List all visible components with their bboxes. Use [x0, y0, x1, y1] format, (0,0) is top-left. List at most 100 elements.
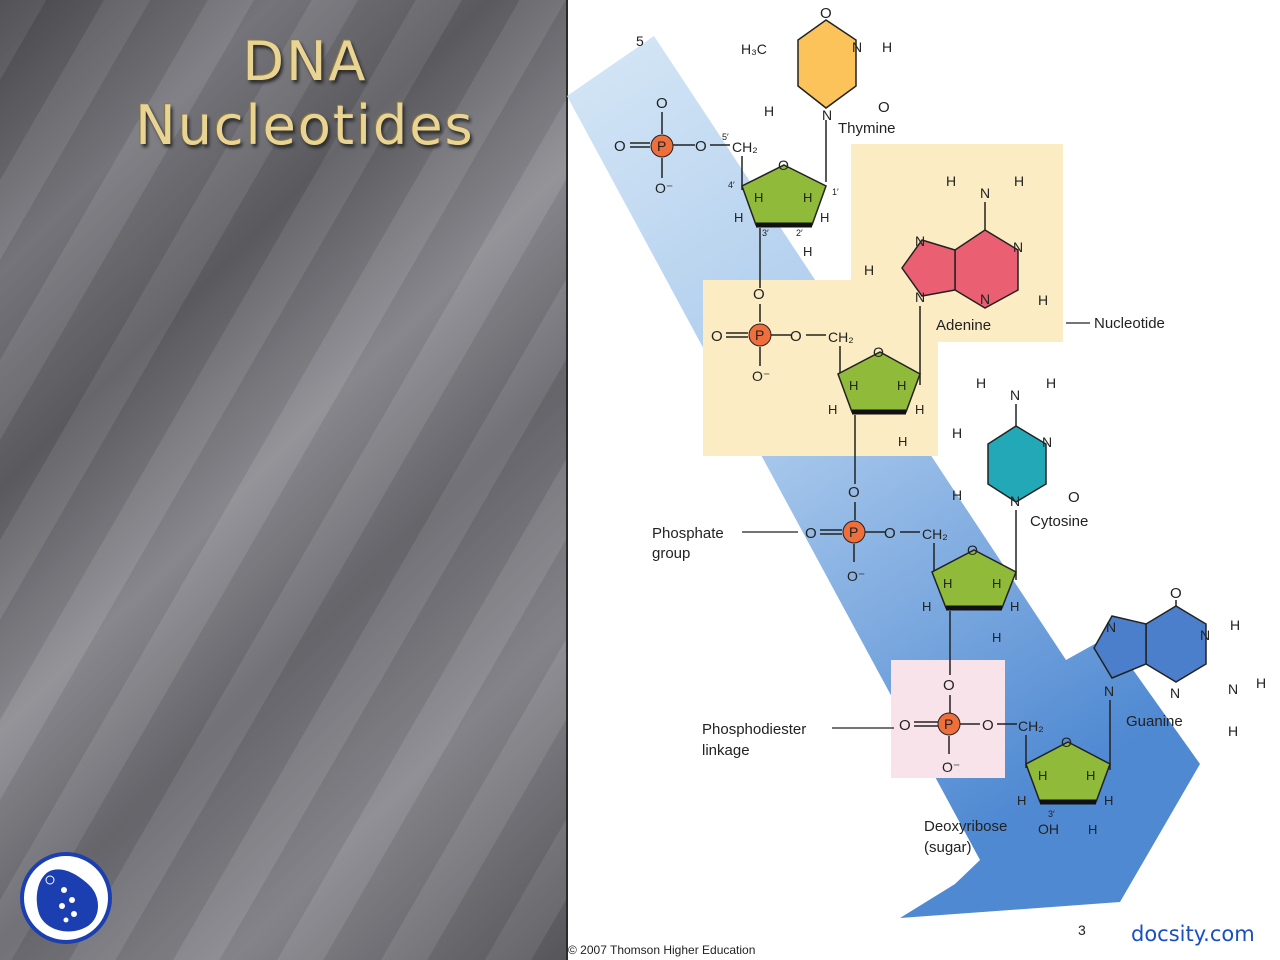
- svg-text:2′: 2′: [796, 228, 803, 238]
- svg-text:group: group: [652, 545, 690, 562]
- svg-text:O⁻: O⁻: [847, 568, 865, 584]
- svg-text:N: N: [1106, 619, 1116, 635]
- three-prime-label: 3: [1078, 922, 1086, 938]
- svg-text:O: O: [873, 344, 884, 360]
- svg-text:CH₂: CH₂: [828, 329, 854, 345]
- svg-text:linkage: linkage: [702, 742, 750, 759]
- svg-text:O: O: [1068, 489, 1080, 506]
- svg-text:H: H: [882, 39, 892, 55]
- phosphate-group-label: Phosphate: [652, 525, 724, 542]
- svg-text:O: O: [790, 328, 802, 345]
- svg-text:O: O: [820, 5, 832, 22]
- title-line-1: DNA: [242, 30, 368, 93]
- svg-text:1′: 1′: [832, 187, 839, 197]
- svg-text:N: N: [1013, 239, 1023, 255]
- svg-text:H: H: [922, 599, 931, 614]
- svg-text:H: H: [1228, 723, 1238, 739]
- phosphodiester-label: Phosphodiester: [702, 721, 806, 738]
- svg-text:O: O: [878, 99, 890, 116]
- five-prime-label: 5: [636, 33, 644, 49]
- svg-text:O: O: [805, 525, 817, 542]
- svg-text:H: H: [1256, 675, 1266, 691]
- svg-text:H: H: [754, 190, 763, 205]
- svg-text:(sugar): (sugar): [924, 839, 972, 856]
- svg-text:H: H: [864, 262, 874, 278]
- svg-text:O: O: [778, 157, 789, 173]
- strand-direction-arrow: [567, 36, 1200, 918]
- guanine-label: Guanine: [1126, 713, 1183, 730]
- svg-text:O⁻: O⁻: [655, 180, 673, 196]
- svg-text:N: N: [980, 185, 990, 201]
- svg-text:N: N: [1200, 627, 1210, 643]
- svg-text:CH₂: CH₂: [1018, 718, 1044, 734]
- svg-text:H: H: [1017, 793, 1026, 808]
- thymine-label: Thymine: [838, 120, 896, 137]
- cytosine-label: Cytosine: [1030, 513, 1088, 530]
- nucleotide-label: Nucleotide: [1094, 315, 1165, 332]
- adenine-label: Adenine: [936, 317, 991, 334]
- docsity-watermark[interactable]: docsity.com: [1131, 922, 1255, 946]
- svg-text:H: H: [946, 173, 956, 189]
- svg-text:H: H: [897, 378, 906, 393]
- svg-text:P: P: [849, 524, 858, 540]
- svg-text:OH: OH: [1038, 821, 1059, 837]
- left-panel: [0, 0, 566, 960]
- svg-text:N: N: [822, 107, 832, 123]
- svg-text:H: H: [764, 103, 774, 119]
- svg-text:O: O: [982, 717, 994, 734]
- svg-text:CH₂: CH₂: [922, 526, 948, 542]
- cytosine-ring: [987, 425, 1047, 503]
- svg-text:H: H: [820, 210, 829, 225]
- svg-text:P: P: [944, 716, 953, 732]
- svg-text:H: H: [803, 244, 812, 259]
- copyright-text: © 2007 Thomson Higher Education: [568, 943, 755, 957]
- svg-text:3′: 3′: [762, 228, 769, 238]
- svg-text:H₃C: H₃C: [741, 41, 767, 57]
- svg-text:O: O: [943, 677, 955, 694]
- svg-text:O: O: [614, 138, 626, 155]
- svg-text:H: H: [1010, 599, 1019, 614]
- svg-text:5′: 5′: [722, 132, 729, 142]
- svg-text:H: H: [952, 487, 962, 503]
- svg-text:O: O: [711, 328, 723, 345]
- svg-text:CH₂: CH₂: [732, 139, 758, 155]
- svg-text:H: H: [1230, 617, 1240, 633]
- svg-text:O⁻: O⁻: [942, 759, 960, 775]
- svg-text:O: O: [1170, 585, 1182, 602]
- title-line-2: Nucleotides: [135, 94, 475, 157]
- docsity-ladybug-icon: [20, 852, 112, 944]
- svg-text:H: H: [1086, 768, 1095, 783]
- svg-text:H: H: [943, 576, 952, 591]
- svg-text:H: H: [1038, 292, 1048, 308]
- svg-text:N: N: [1170, 685, 1180, 701]
- thymine-ring: [797, 19, 857, 109]
- svg-text:H: H: [1104, 793, 1113, 808]
- svg-text:H: H: [1088, 822, 1097, 837]
- svg-text:O: O: [753, 286, 765, 303]
- svg-text:N: N: [1010, 493, 1020, 509]
- svg-text:H: H: [1014, 173, 1024, 189]
- svg-text:O: O: [899, 717, 911, 734]
- svg-text:3′: 3′: [1048, 809, 1055, 819]
- phosphate-1: [650, 134, 674, 158]
- svg-text:H: H: [849, 378, 858, 393]
- svg-text:P: P: [657, 138, 666, 154]
- svg-text:O: O: [656, 95, 668, 112]
- svg-text:N: N: [1010, 387, 1020, 403]
- svg-text:H: H: [828, 402, 837, 417]
- panel-divider: [566, 0, 568, 960]
- svg-text:N: N: [915, 233, 925, 249]
- svg-text:H: H: [992, 576, 1001, 591]
- svg-text:N: N: [1104, 683, 1114, 699]
- svg-text:O: O: [1061, 734, 1072, 750]
- svg-text:N: N: [915, 289, 925, 305]
- svg-text:H: H: [1038, 768, 1047, 783]
- nucleotide-highlight-box: [703, 144, 1063, 456]
- svg-text:N: N: [1228, 681, 1238, 697]
- svg-text:P: P: [755, 327, 764, 343]
- svg-text:O: O: [848, 484, 860, 501]
- svg-text:H: H: [898, 434, 907, 449]
- deoxyribose-label: Deoxyribose: [924, 818, 1007, 835]
- svg-text:H: H: [976, 375, 986, 391]
- svg-text:H: H: [952, 425, 962, 441]
